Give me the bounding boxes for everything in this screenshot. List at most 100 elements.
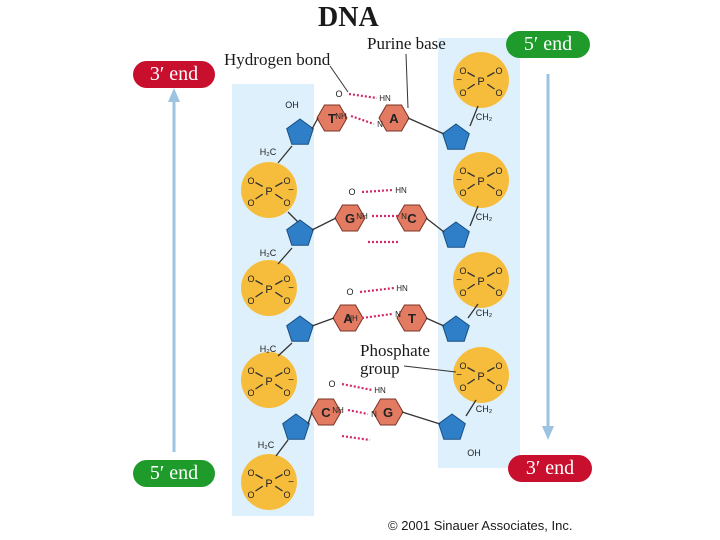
phosphate-group-label-line1: Phosphate	[360, 341, 430, 360]
oxygen-atom: O	[495, 66, 502, 76]
phosphate-circle	[453, 347, 509, 403]
phosphorus-atom: P	[477, 371, 484, 383]
p-o-bond	[274, 193, 283, 200]
hn-group: HN	[379, 94, 391, 103]
nh-group: NH	[332, 406, 344, 415]
p-o-bond	[255, 279, 264, 286]
p-o-bond	[467, 378, 476, 385]
oxygen-atom: O	[328, 379, 335, 389]
backbone-link	[277, 342, 293, 357]
oxygen-atom: O	[283, 388, 290, 398]
phosphorus-atom: P	[265, 376, 272, 388]
p-o-bond	[274, 371, 283, 378]
deoxyribose-sugar-right	[442, 221, 470, 248]
p-o-bond	[486, 71, 495, 78]
base-letter-right: G	[383, 405, 393, 420]
p-o-bond	[467, 71, 476, 78]
p-o-bond	[255, 371, 264, 378]
right-bottom-end-badge: 3′ end	[508, 455, 592, 482]
hydrogen-bond	[361, 312, 393, 320]
backbone-link	[287, 211, 299, 223]
p-o-bond	[255, 193, 264, 200]
p-o-bond	[255, 485, 264, 492]
oxygen-atom: O	[283, 198, 290, 208]
left-arrow-head	[168, 88, 180, 102]
glycosidic-bond-right	[425, 217, 445, 233]
deoxyribose-sugar-left	[286, 315, 314, 342]
p-o-bond	[486, 271, 495, 278]
glycosidic-bond-left	[307, 411, 313, 425]
negative-charge: −	[288, 283, 294, 294]
hydrogen-bond-label: Hydrogen bond	[224, 50, 331, 69]
backbone-link	[465, 399, 477, 417]
p-o-bond	[467, 271, 476, 278]
hydrogen-bond	[341, 382, 373, 392]
diagram-title: DNA	[318, 2, 379, 33]
backbone-link	[275, 439, 289, 457]
right-top-end-badge: 5′ end	[506, 31, 590, 58]
phosphorus-atom: P	[477, 276, 484, 288]
p-o-bond	[255, 181, 264, 188]
hydrogen-bond	[347, 408, 369, 416]
base-letter-left: A	[343, 311, 353, 326]
oxygen-atom: O	[495, 166, 502, 176]
methylene-group: H₂C	[258, 440, 275, 450]
nucleotide-base-right	[396, 304, 428, 332]
oxygen-atom: O	[247, 366, 254, 376]
p-o-bond	[486, 283, 495, 290]
p-o-bond	[486, 83, 495, 90]
negative-charge: −	[456, 275, 462, 286]
deoxyribose-sugar-right	[442, 315, 470, 342]
left-bottom-end-badge: 5′ end	[133, 460, 215, 487]
hydrogen-bond-pointer	[329, 65, 349, 93]
oxygen-atom: O	[283, 366, 290, 376]
negative-charge: −	[288, 185, 294, 196]
copyright-notice: © 2001 Sinauer Associates, Inc.	[388, 518, 573, 533]
oxygen-atom: O	[247, 296, 254, 306]
oxygen-atom: O	[459, 66, 466, 76]
negative-charge: −	[456, 175, 462, 186]
glycosidic-bond-right	[425, 317, 445, 327]
phosphorus-atom: P	[477, 76, 484, 88]
nh-group: NH	[356, 212, 368, 221]
p-o-bond	[467, 183, 476, 190]
oxygen-atom: O	[247, 176, 254, 186]
backbone-link	[469, 105, 479, 127]
p-o-bond	[486, 183, 495, 190]
hn-group: HN	[395, 186, 407, 195]
nitrogen-atom: N	[377, 120, 383, 129]
oxygen-atom: O	[247, 388, 254, 398]
p-o-bond	[274, 181, 283, 188]
p-o-bond	[467, 171, 476, 178]
phosphate-circle	[453, 252, 509, 308]
phosphorus-atom: P	[477, 176, 484, 188]
glycosidic-bond-left	[311, 317, 335, 327]
p-o-bond	[274, 473, 283, 480]
hydroxyl-group: OH	[467, 448, 481, 458]
methylene-group: H₂C	[260, 344, 277, 354]
phosphorus-atom: P	[265, 186, 272, 198]
oxygen-atom: O	[283, 490, 290, 500]
oxygen-atom: O	[283, 176, 290, 186]
base-letter-right: A	[389, 111, 399, 126]
negative-charge: −	[288, 375, 294, 386]
hn-group: HN	[374, 386, 386, 395]
hydroxyl-group: OH	[285, 100, 299, 110]
p-o-bond	[486, 171, 495, 178]
methylene-group: CH₂	[476, 308, 493, 318]
oxygen-atom: O	[495, 266, 502, 276]
p-o-bond	[467, 366, 476, 373]
backbone-link	[469, 205, 479, 227]
methylene-group: CH₂	[476, 112, 493, 122]
right-arrow-head	[542, 426, 554, 440]
oxygen-atom: O	[346, 287, 353, 297]
p-o-bond	[467, 83, 476, 90]
p-o-bond	[274, 291, 283, 298]
oxygen-atom: O	[247, 490, 254, 500]
nitrogen-atom: N	[371, 410, 377, 419]
oxygen-atom: O	[495, 383, 502, 393]
base-letter-left: G	[345, 211, 355, 226]
glycosidic-bond-right	[401, 411, 441, 425]
methylene-group: CH₂	[476, 404, 493, 414]
